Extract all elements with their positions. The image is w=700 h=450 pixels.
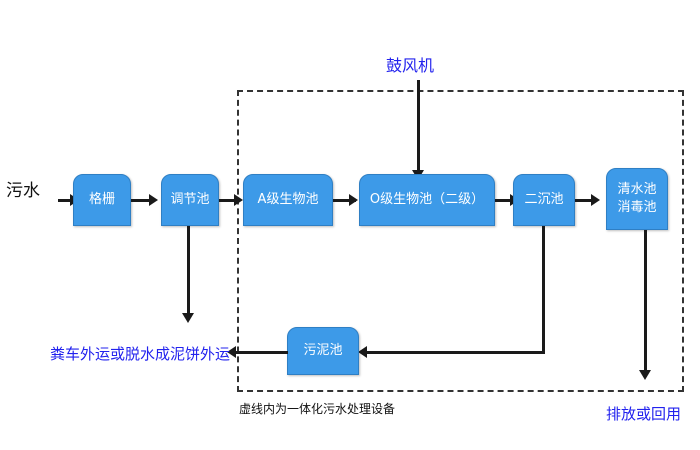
node-sludge-tank[interactable]: 污泥池 [287,327,359,375]
node-o-stage-bio-tank[interactable]: O级生物池（二级） [359,174,495,226]
boundary-caption: 虚线内为一体化污水处理设备 [239,402,396,416]
connector-clarifier-down-line [542,226,545,354]
connector-sludge-to-disposal-arrowhead [227,346,236,358]
blower-label: 鼓风机 [386,56,435,75]
connector-clarifier-clearwater-arrowhead [591,194,600,206]
node-regulating-tank[interactable]: 调节池 [161,174,219,226]
blower-feed-line [417,80,420,175]
connector-clarifier-to-sludge-arrowhead [358,346,367,358]
connector-clearwater-down-line [644,230,647,375]
connector-astage-ostage-arrowhead [349,194,358,206]
connector-regulating-down-arrowhead [182,313,194,323]
influent-label: 污水 [6,181,40,201]
sludge-disposal-label: 粪车外运或脱水成泥饼外运 [50,345,231,363]
connector-regulating-astage-arrowhead [234,194,243,206]
node-a-stage-bio-tank[interactable]: A级生物池 [243,174,333,226]
connector-astage-ostage [333,199,356,202]
connector-grid-regulating-arrowhead [149,194,158,206]
connector-ostage-clarifier [495,199,516,202]
node-clear-water-disinfection-tank[interactable]: 清水池 消毒池 [606,168,668,230]
connector-regulating-down-line [187,226,190,318]
connector-influent-grid [58,199,72,202]
connector-sludge-to-disposal-line [232,351,288,354]
connector-regulating-astage [219,199,240,202]
integrated-equipment-boundary [237,90,684,392]
node-secondary-clarifier[interactable]: 二沉池 [513,174,575,226]
node-grid[interactable]: 格栅 [73,174,131,226]
effluent-label: 排放或回用 [606,405,682,423]
connector-clearwater-down-arrowhead [639,370,651,380]
connector-clarifier-to-sludge-line [362,351,545,354]
connector-grid-regulating [131,199,152,202]
connector-clarifier-clearwater [575,199,596,202]
